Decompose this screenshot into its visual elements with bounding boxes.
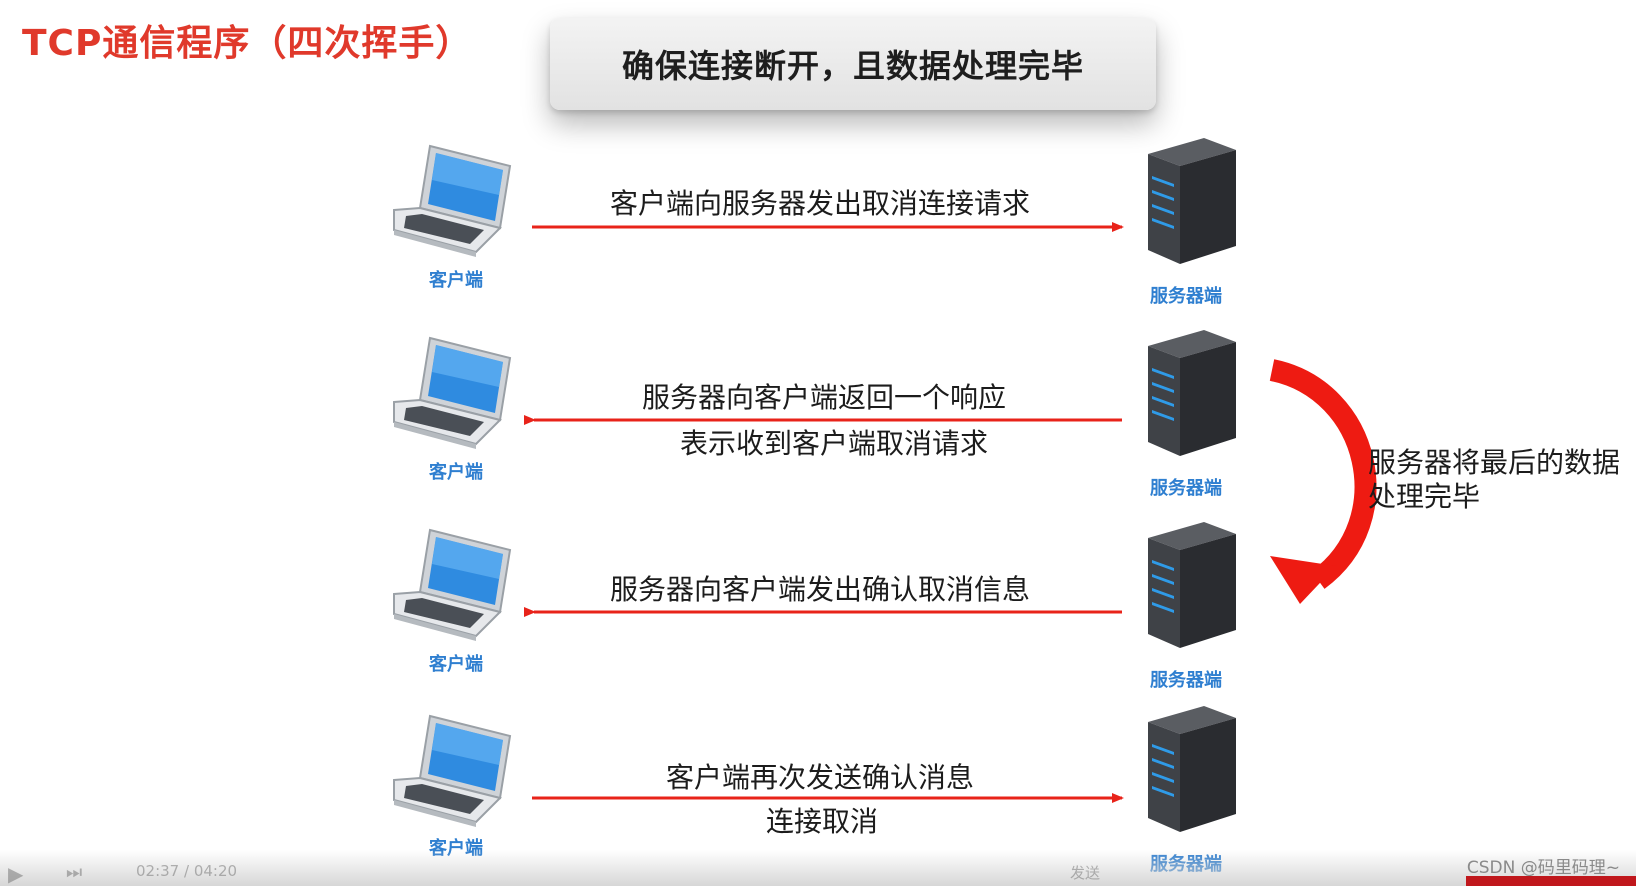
side-note-line-1: 服务器将最后的数据 — [1368, 446, 1621, 479]
step-2-line-1: 服务器向客户端返回一个响应 — [641, 381, 1007, 414]
client-caption: 客户端 — [429, 270, 483, 291]
client-caption: 客户端 — [429, 462, 483, 483]
server-icon — [1148, 330, 1236, 456]
server-caption: 服务器端 — [1150, 286, 1222, 307]
red-corner-strip — [1466, 876, 1636, 886]
play-icon[interactable]: ▶ — [8, 862, 24, 886]
laptop-icon — [393, 528, 512, 641]
step-4-line-1: 客户端再次发送确认消息 — [665, 761, 975, 794]
laptop-icon — [393, 714, 512, 827]
server-icon — [1148, 522, 1236, 648]
server-icon — [1148, 138, 1236, 264]
step-1-line-1: 客户端向服务器发出取消连接请求 — [609, 187, 1031, 220]
step-3-line-1: 服务器向客户端发出确认取消信息 — [609, 573, 1031, 606]
curved-arrow — [1269, 359, 1377, 604]
step-4-line-2: 连接取消 — [765, 805, 879, 838]
video-player-bar: ▶ ⏭ 02:37 / 04:20 发送 — [0, 850, 1636, 886]
laptop-icon — [393, 336, 512, 449]
side-note-line-2: 处理完毕 — [1368, 480, 1481, 513]
step-2-line-2: 表示收到客户端取消请求 — [679, 427, 989, 460]
banner: 确保连接断开，且数据处理完毕 — [550, 18, 1156, 110]
side-note: 服务器将最后的数据 处理完毕 — [1368, 446, 1620, 514]
client-caption: 客户端 — [429, 654, 483, 675]
next-icon[interactable]: ⏭ — [66, 862, 83, 883]
time-display: 02:37 / 04:20 — [136, 862, 238, 880]
send-button[interactable]: 发送 — [1070, 864, 1101, 882]
server-caption: 服务器端 — [1150, 670, 1222, 691]
server-caption: 服务器端 — [1150, 478, 1222, 499]
banner-text: 确保连接断开，且数据处理完毕 — [621, 47, 1084, 85]
laptop-icon — [393, 144, 512, 257]
page-title: TCP通信程序（四次挥手） — [22, 23, 473, 64]
server-icon — [1148, 706, 1236, 832]
watermark: CSDN @码里码理~ — [1466, 858, 1620, 878]
